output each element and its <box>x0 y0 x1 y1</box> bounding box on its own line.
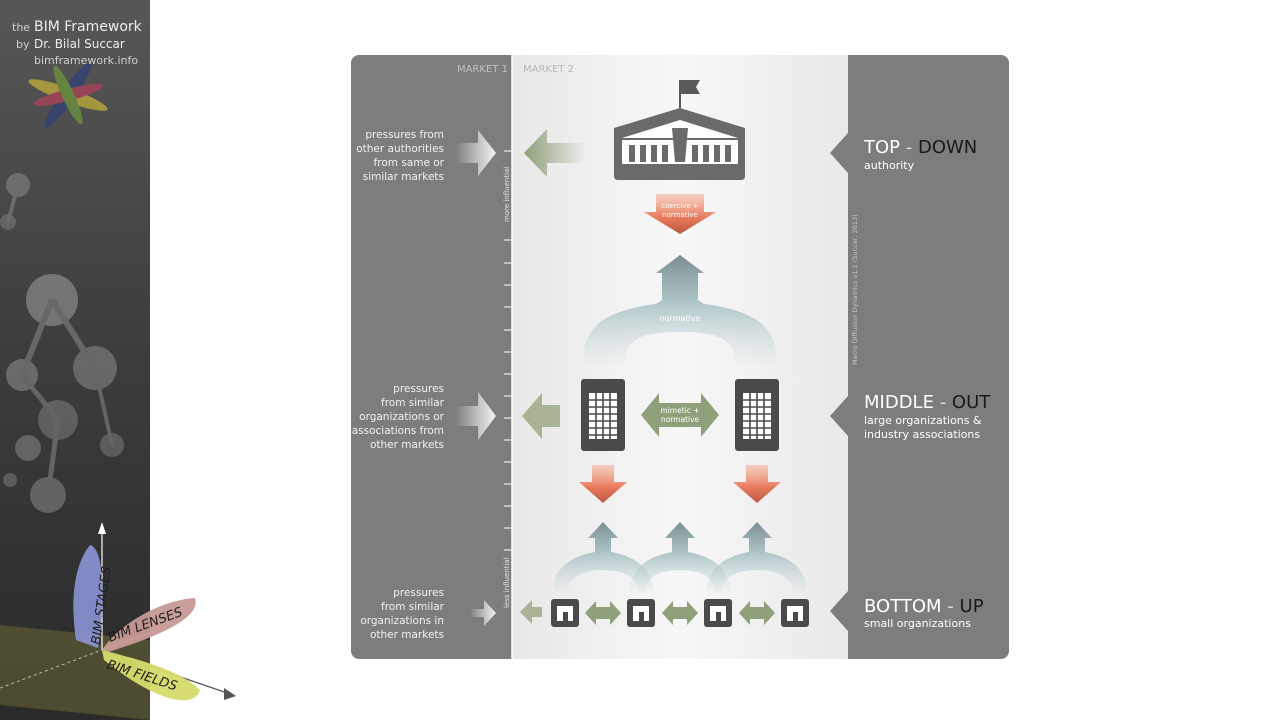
pressures-top-text: pressures from other authorities from sa… <box>356 129 444 183</box>
mimetic-label-line1: mimetic + <box>660 406 699 415</box>
svg-text:other markets: other markets <box>370 629 444 641</box>
outgoing-pressure-arrow-bottom <box>520 600 542 624</box>
orange-down-arrow-left <box>579 465 627 503</box>
level-bottom-subtitle: small organizations <box>864 617 971 630</box>
level-top-subtitle: authority <box>864 159 915 172</box>
level-middle-subtitle-line2: industry associations <box>864 428 980 441</box>
mimetic-label-line2: normative <box>661 415 700 424</box>
level-middle-title-dash: - <box>934 392 952 413</box>
bottom-up-merging-arrows <box>553 522 807 592</box>
pressures-bottom-text: pressures from similar organizations in … <box>360 587 444 641</box>
level-middle-title-part1: MIDDLE <box>864 392 934 413</box>
market-2-label: MARKET 2 <box>523 64 574 75</box>
large-organization-building-icon-right <box>735 379 779 451</box>
coercive-label-line1: coercive + <box>661 202 699 210</box>
large-organization-building-icon-left <box>581 379 625 451</box>
normative-label: normative <box>660 314 701 323</box>
level-bottom-title-part2: UP <box>960 596 984 617</box>
incoming-pressure-arrow-bottom <box>470 600 496 626</box>
level-top-title-part2: DOWN <box>918 137 977 158</box>
molecule-decoration <box>0 173 124 513</box>
svg-text:other authorities: other authorities <box>356 143 444 155</box>
level-middle-subtitle-line1: large organizations & <box>864 414 982 427</box>
outgoing-pressure-arrow-middle <box>522 393 560 439</box>
fields-axis-arrowhead <box>224 688 236 700</box>
influence-scale: more influential less influential <box>503 130 513 640</box>
small-organization-icon-2 <box>627 599 655 627</box>
svg-text:from similar: from similar <box>381 397 445 409</box>
level-pointer-middle <box>830 396 848 436</box>
svg-text:organizations or: organizations or <box>359 411 445 423</box>
orange-down-arrow-right <box>733 465 781 503</box>
svg-text:from same or: from same or <box>374 157 445 169</box>
svg-text:similar markets: similar markets <box>363 171 444 183</box>
scale-label-more-influential: more influential <box>503 167 511 222</box>
level-bottom-title-dash: - <box>942 596 960 617</box>
small-mimetic-arrow-1 <box>585 601 621 625</box>
level-top-title-part1: TOP <box>863 137 900 158</box>
coercive-normative-arrow <box>644 194 716 234</box>
svg-text:pressures: pressures <box>393 587 444 599</box>
small-mimetic-arrow-2 <box>662 601 698 625</box>
author-name: Dr. Bilal Succar <box>34 37 125 51</box>
incoming-pressure-arrow-middle <box>456 392 496 440</box>
fields-petal <box>102 650 200 701</box>
level-bottom-title-part1: BOTTOM <box>864 596 942 617</box>
small-organization-icon-1 <box>551 599 579 627</box>
incoming-pressure-arrow-top <box>456 130 496 176</box>
bim-framework-logo-icon <box>28 61 108 129</box>
level-middle-title-part2: OUT <box>952 392 991 413</box>
svg-text:associations from: associations from <box>352 425 444 437</box>
pressures-middle-text: pressures from similar organizations or … <box>352 383 445 451</box>
brand-prefix-the: the <box>12 21 30 34</box>
scale-label-less-influential: less influential <box>503 557 511 608</box>
level-bottom-title: BOTTOM - UP <box>864 596 984 617</box>
stages-petal <box>73 545 103 648</box>
level-pointer-top <box>830 133 848 173</box>
level-top-title: TOP - DOWN <box>863 137 977 158</box>
small-mimetic-arrow-3 <box>739 601 775 625</box>
outgoing-pressure-arrow-top <box>524 129 585 177</box>
coercive-label-line2: normative <box>662 211 698 219</box>
normative-upward-arrow <box>583 255 777 362</box>
brand-prefix-by: by <box>16 38 30 51</box>
market-1-label: MARKET 1 <box>457 64 508 75</box>
diagram-credit: Macro Diffusion Dynamics v1.1 (Succar, 2… <box>851 214 859 365</box>
svg-text:pressures: pressures <box>393 383 444 395</box>
lenses-petal <box>102 598 196 652</box>
parliament-building-icon <box>614 80 745 180</box>
small-organization-icon-3 <box>704 599 732 627</box>
level-pointer-bottom <box>830 591 848 631</box>
brand-title: BIM Framework <box>34 19 143 35</box>
stages-axis-arrowhead <box>98 522 106 534</box>
lenses-axis-arrowhead <box>218 604 228 612</box>
level-middle-title: MIDDLE - OUT <box>864 392 991 413</box>
level-top-title-dash: - <box>900 137 918 158</box>
svg-text:other markets: other markets <box>370 439 444 451</box>
svg-text:organizations in: organizations in <box>360 615 444 627</box>
mimetic-normative-arrow <box>641 393 719 437</box>
small-organization-icon-4 <box>781 599 809 627</box>
website-link[interactable]: bimframework.info <box>34 54 138 67</box>
svg-text:pressures from: pressures from <box>365 129 444 141</box>
svg-text:from similar: from similar <box>381 601 445 613</box>
